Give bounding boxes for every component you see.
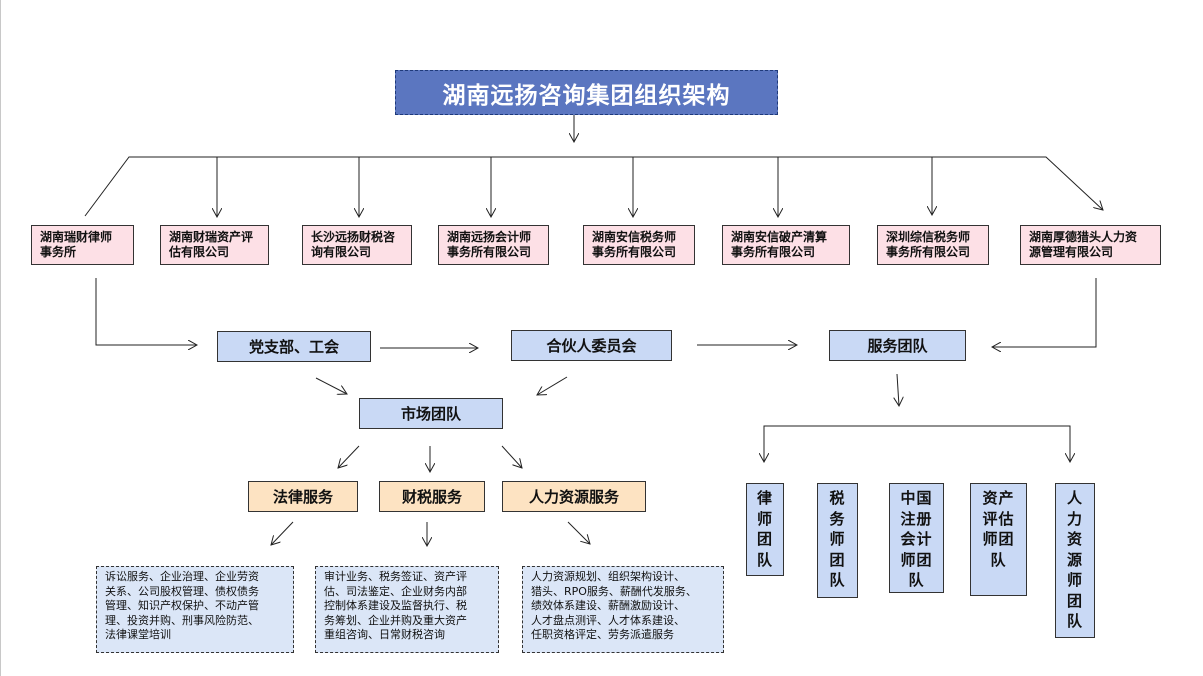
firm-label-line: 湖南安信税务师 (592, 230, 677, 244)
firm-label-line: 湖南远扬会计师 (447, 230, 532, 244)
tax-service-details: 审计业务、税务签证、资产评 估、司法鉴定、企业财务内部 控制体系建设及监督执行、… (315, 566, 499, 653)
detail-line: 任职资格评定、劳务派遣服务 (531, 628, 674, 641)
firm-label-line: 湖南财瑞资产评 (169, 230, 254, 244)
firm-label-line: 询有限公司 (311, 245, 372, 259)
team-char: 队 (990, 550, 1007, 569)
team-char: 团 (829, 550, 846, 569)
detail-line: 人力资源规划、组织架构设计、 (531, 570, 685, 583)
org-chart-title: 湖南远扬咨询集团组织架构 (395, 70, 778, 115)
firm-box-ruicai-law: 湖南瑞财律师 事务所 (31, 225, 134, 265)
detail-line: 法律课堂培训 (105, 628, 171, 641)
firm-label-line: 源管理有限公司 (1029, 245, 1114, 259)
detail-line: 估、司法鉴定、企业财务内部 (324, 584, 467, 598)
firm-label-line: 事务所 (40, 245, 77, 259)
team-char: 师团 (900, 550, 933, 569)
firm-box-yuanyang-accounting: 湖南远扬会计师 事务所有限公司 (438, 225, 549, 265)
appraiser-team-box: 资产 评估 师团 队 (970, 483, 1027, 596)
detail-line: 理、投资并购、刑事风险防范、 (105, 613, 259, 627)
detail-line: 人才盘点测评、人才体系建设、 (531, 613, 685, 627)
team-char: 会计 (900, 530, 933, 548)
firm-label-line: 估有限公司 (169, 245, 230, 259)
team-char: 师 (756, 509, 773, 528)
firm-label-line: 事务所有限公司 (731, 245, 816, 259)
firm-box-cairui-appraisal: 湖南财瑞资产评 估有限公司 (160, 225, 269, 265)
team-char: 师 (1066, 571, 1083, 589)
legal-service-box: 法律服务 (248, 481, 358, 512)
team-char: 人 (1066, 489, 1083, 507)
firm-box-shenzhen-zongxin-tax: 深圳综信税务师 事务所有限公司 (877, 225, 989, 265)
firm-label-line: 事务所有限公司 (592, 245, 677, 259)
firm-label-line: 湖南安信破产清算 (731, 230, 828, 244)
lawyer-team-box: 律 师 团 队 (746, 483, 784, 576)
firm-box-anxin-tax: 湖南安信税务师 事务所有限公司 (583, 225, 695, 265)
hr-specialist-team-box: 人 力 资 源 师 团 队 (1055, 483, 1095, 638)
page-edge (0, 0, 1, 676)
team-char: 务 (829, 509, 846, 528)
team-char: 注册 (900, 509, 933, 528)
party-union-box: 党支部、工会 (217, 331, 371, 362)
team-char: 资产 (982, 489, 1015, 507)
team-char: 源 (1066, 550, 1083, 569)
market-team-box: 市场团队 (359, 398, 503, 429)
firm-label-line: 事务所有限公司 (447, 245, 532, 259)
tax-agent-team-box: 税 务 师 团 队 (817, 483, 858, 598)
detail-line: 审计业务、税务签证、资产评 (324, 570, 467, 583)
team-char: 队 (756, 550, 773, 569)
team-char: 团 (756, 530, 773, 548)
detail-line: 管理、知识产权保护、不动产管 (105, 599, 259, 612)
firm-label-line: 长沙远扬财税咨 (311, 230, 396, 244)
team-char: 队 (908, 571, 925, 589)
team-char: 资 (1066, 530, 1083, 548)
detail-line: 务筹划、企业并购及重大资产 (324, 613, 467, 627)
team-char: 团 (1066, 591, 1083, 610)
cpa-team-box: 中国 注册 会计 师团 队 (889, 483, 944, 593)
team-char: 中国 (900, 489, 933, 507)
firm-box-houde-hr: 湖南厚德猎头人力资 源管理有限公司 (1020, 225, 1161, 265)
detail-line: 诉讼服务、企业治理、企业劳资 (105, 570, 259, 583)
firm-label-line: 湖南瑞财律师 (40, 230, 113, 244)
partners-committee-box: 合伙人委员会 (511, 330, 672, 361)
firm-label-line: 深圳综信税务师 (886, 230, 971, 244)
tax-service-box: 财税服务 (379, 481, 485, 512)
detail-line: 关系、公司股权管理、债权债务 (105, 584, 259, 598)
hr-service-box: 人力资源服务 (502, 481, 646, 512)
firm-box-anxin-bankruptcy: 湖南安信破产清算 事务所有限公司 (722, 225, 850, 265)
service-team-box: 服务团队 (829, 330, 966, 361)
detail-line: 绩效体系建设、薪酬激励设计、 (531, 599, 685, 612)
team-char: 队 (1066, 612, 1083, 630)
team-char: 税 (829, 489, 846, 507)
team-char: 师团 (982, 530, 1015, 548)
firm-label-line: 湖南厚德猎头人力资 (1029, 230, 1138, 244)
team-char: 力 (1066, 509, 1083, 528)
detail-line: 控制体系建设及监督执行、税 (324, 599, 467, 612)
team-char: 律 (756, 489, 773, 507)
team-char: 队 (829, 571, 846, 589)
detail-line: 猎头、RPO服务、薪酬代发服务、 (531, 584, 697, 598)
legal-service-details: 诉讼服务、企业治理、企业劳资 关系、公司股权管理、债权债务 管理、知识产权保护、… (96, 566, 294, 653)
detail-line: 重组咨询、日常财税咨询 (324, 628, 445, 641)
team-char: 师 (829, 530, 846, 548)
firm-box-yuanyang-tax-consult: 长沙远扬财税咨 询有限公司 (302, 225, 412, 265)
team-char: 评估 (982, 509, 1015, 528)
firm-label-line: 事务所有限公司 (886, 245, 971, 259)
hr-service-details: 人力资源规划、组织架构设计、 猎头、RPO服务、薪酬代发服务、 绩效体系建设、薪… (522, 566, 724, 653)
